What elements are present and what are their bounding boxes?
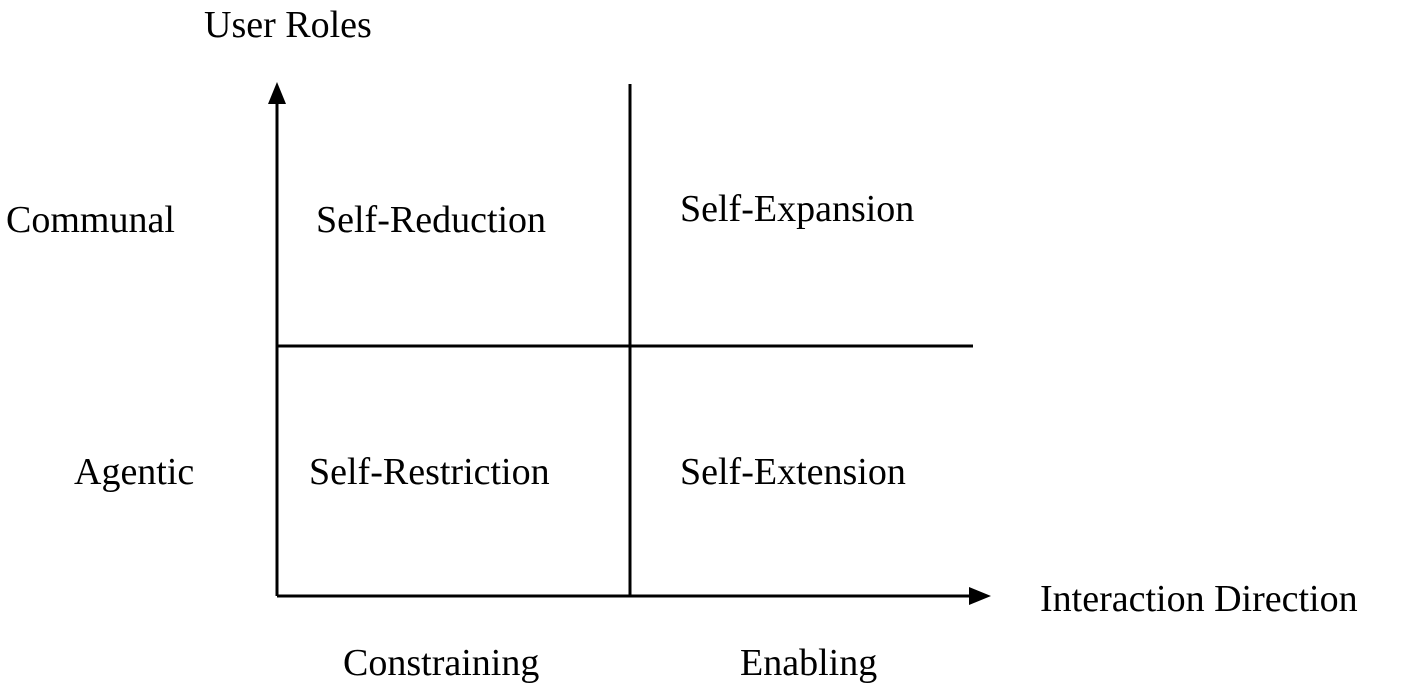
x-level-constraining: Constraining (343, 642, 539, 684)
x-axis-title: Interaction Direction (1040, 578, 1358, 620)
quadrant-top-left-label: Self-Reduction (316, 199, 546, 241)
x-axis-arrowhead (969, 587, 991, 605)
y-axis-title: User Roles (204, 4, 372, 46)
quadrant-bottom-left-label: Self-Restriction (309, 451, 550, 493)
x-level-enabling: Enabling (740, 642, 877, 684)
y-level-communal: Communal (6, 199, 175, 241)
quadrant-top-right-label: Self-Expansion (680, 188, 914, 230)
quadrant-bottom-right-label: Self-Extension (680, 451, 906, 493)
y-level-agentic: Agentic (74, 451, 194, 493)
y-axis-arrowhead (268, 82, 286, 104)
